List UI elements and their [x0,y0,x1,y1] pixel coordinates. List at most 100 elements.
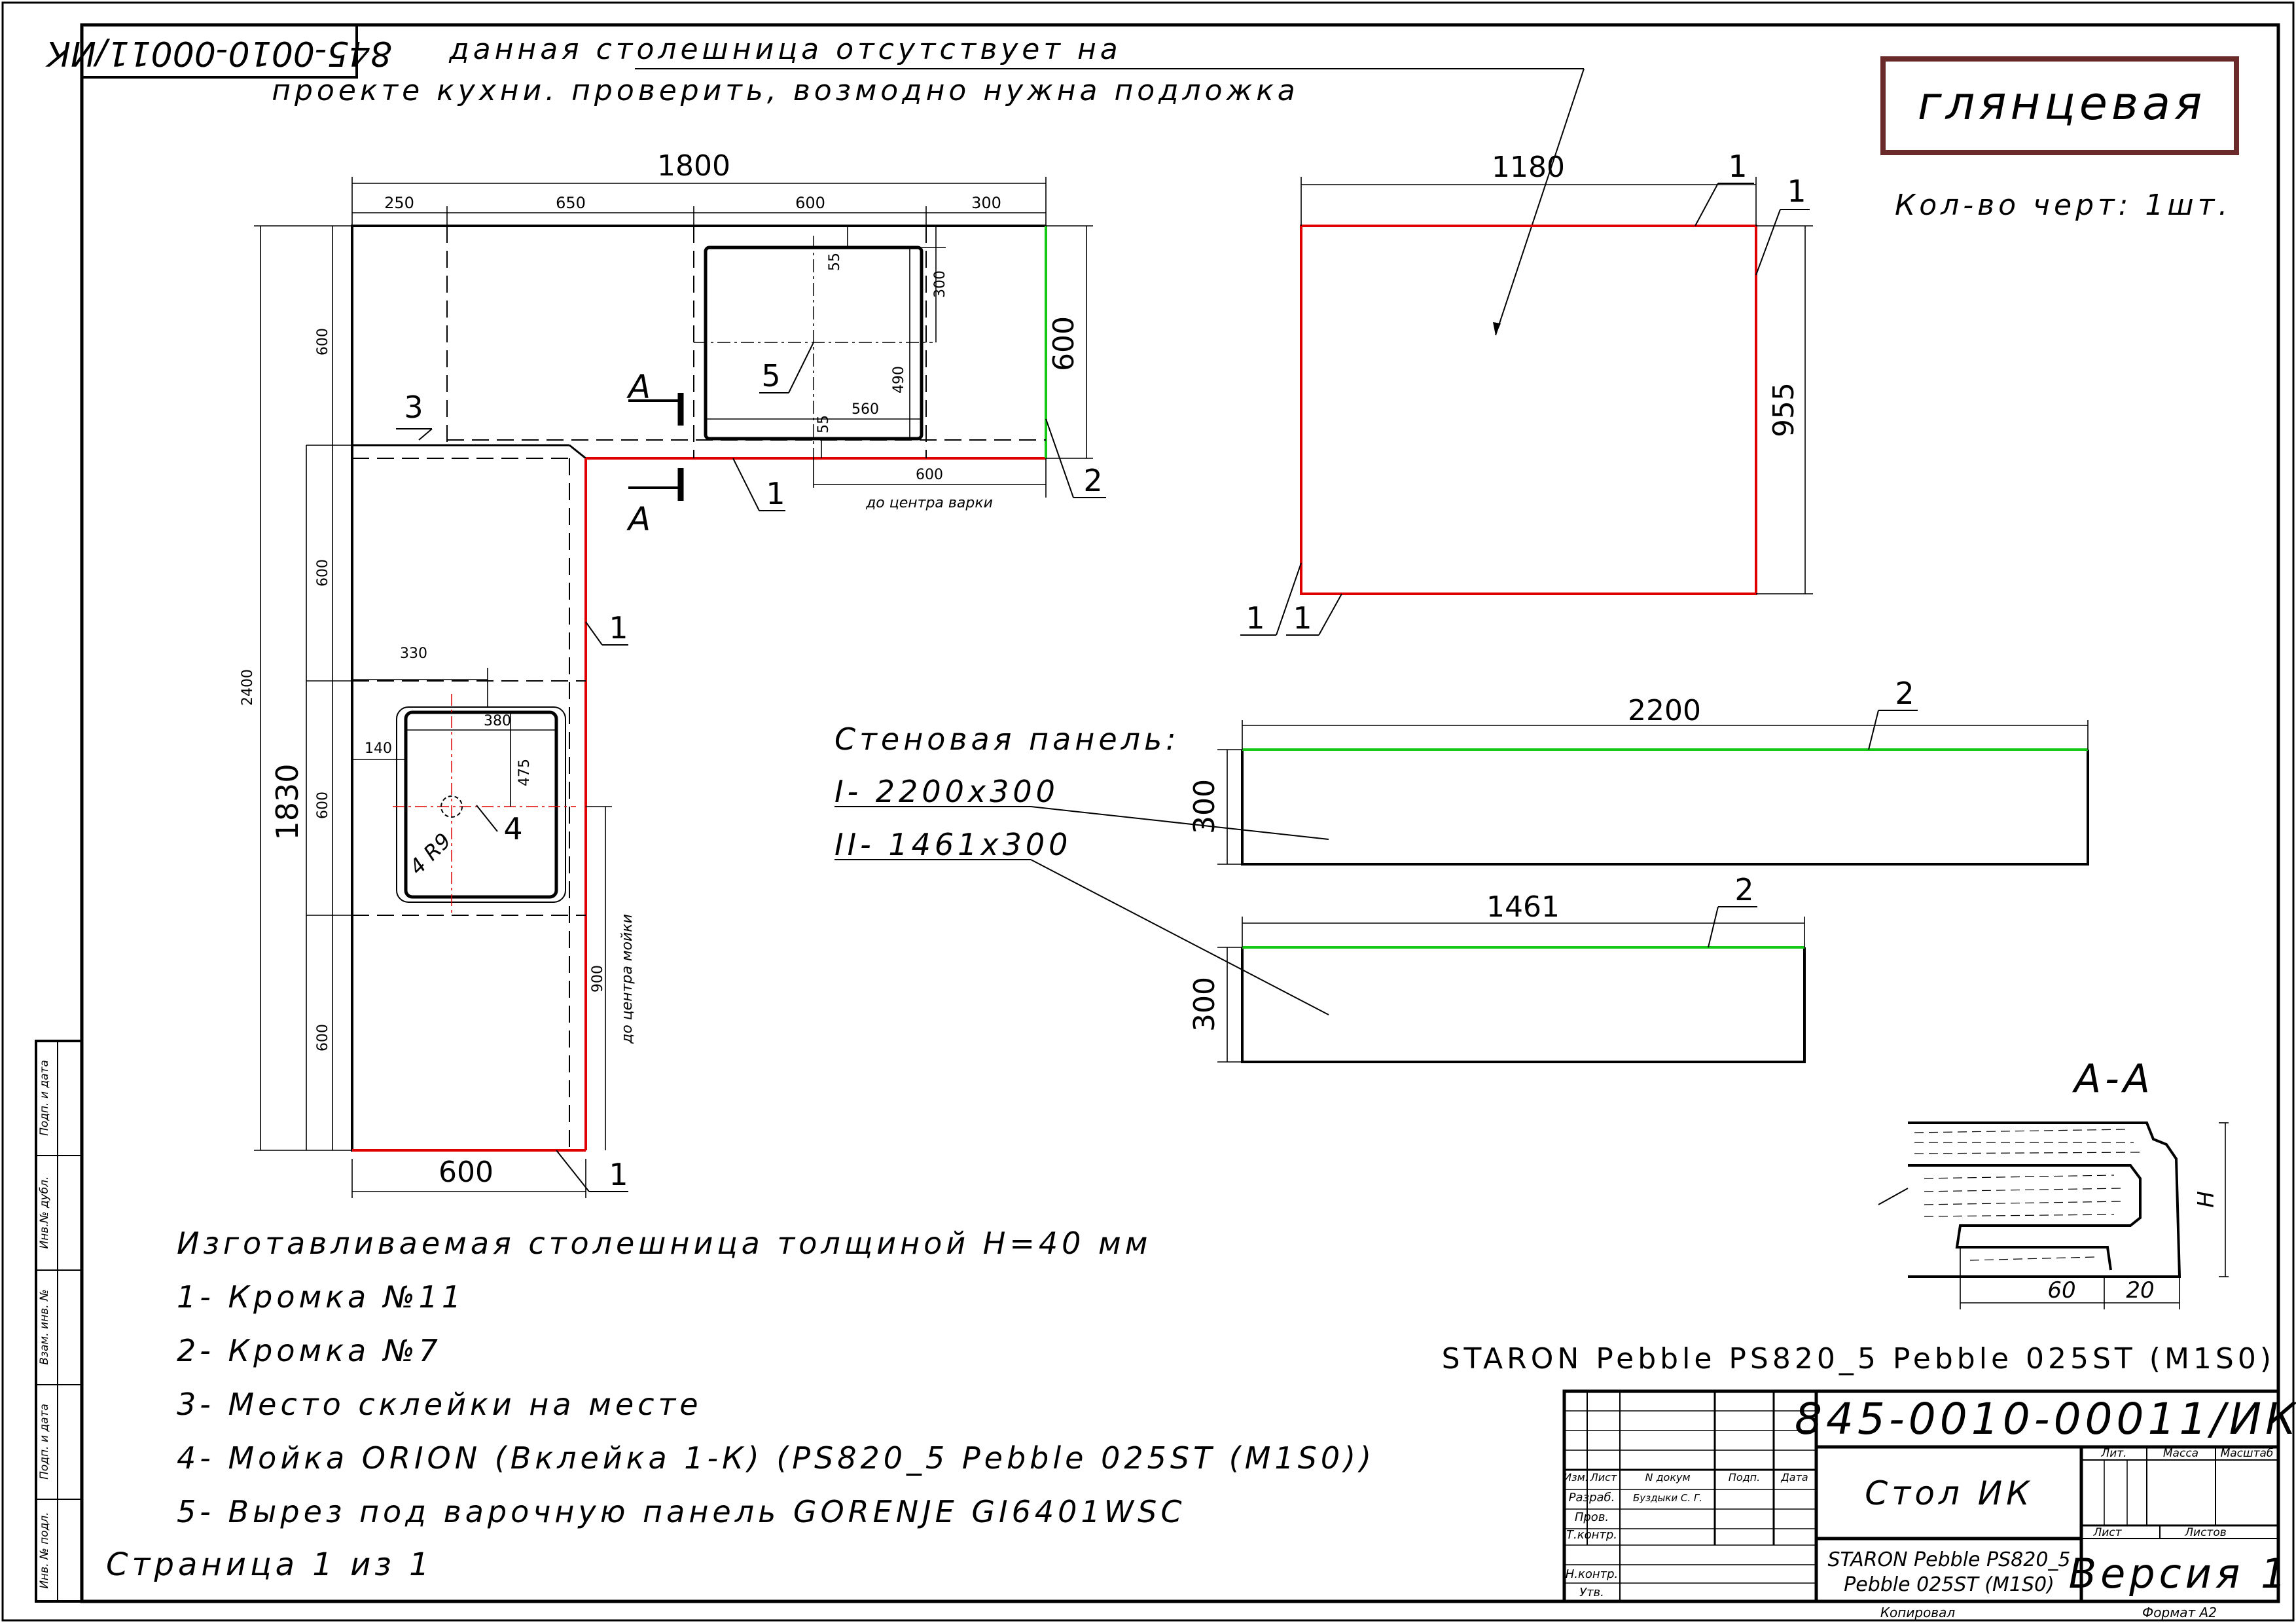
dim-right-depth: 600 [1047,316,1081,371]
dim-panel-2-width: 1461 [1486,890,1560,924]
side-stamp-text: Подп. и дата [38,1404,51,1480]
extra-panel-outline [1300,225,1757,595]
top-note: данная столешница отсутствует на проекте… [272,33,1585,336]
extra-panel: 1180 955 1 1 1 1 [1240,149,1813,636]
rotated-stamp: 845-0010-00011/ИК [45,24,392,79]
label-sink-center: до центра мойки [619,914,636,1044]
tb-masshtab: Масштаб [2221,1447,2274,1460]
section-dim-h: H [2193,1191,2219,1208]
wall-panel-title: Стеновая панель: [834,721,1180,757]
callout-1: 1 [1787,173,1806,209]
side-stamp-text: Взам. инв. № [38,1289,51,1364]
section-aa: A-A H 60 20 [1878,1056,2229,1309]
dim-seg-650: 650 [556,194,586,212]
dim-hob-center: 600 [916,467,943,483]
tb-lit: Лит. [2100,1447,2126,1460]
legend: Изготавливаемая столешница толщиной H=40… [106,1226,1371,1583]
tb-list: Лист [2092,1526,2122,1539]
dim-left-600c: 600 [315,792,331,819]
legend-item: 3- Место склейки на месте [177,1387,702,1422]
tb-row-utv: Утв. [1579,1586,1604,1599]
label-hob-center: до центра варки [865,495,993,511]
tb-copied: Копировал [1880,1605,1955,1620]
callout-2: 2 [1895,676,1914,711]
inner-frame [80,23,2280,1603]
tb-row-razrab: Разраб. [1569,1491,1615,1504]
wall-panel-item-2: II- 1461x300 [834,827,1071,862]
dim-length-1830: 1830 [270,763,305,840]
tb-massa: Масса [2163,1447,2198,1460]
section-profile [1908,1122,2181,1278]
dim-sink-475: 475 [516,759,533,786]
tb-listov: Листов [2184,1526,2227,1539]
section-mark-top: A [626,368,651,406]
callout-4: 4 [503,811,522,847]
legend-item: 2- Кромка №7 [177,1333,442,1368]
dim-sink-radius: 4 R9 [404,828,456,880]
callout-1: 1 [1728,149,1747,184]
legend-heading: Изготавливаемая столешница толщиной H=40… [177,1226,1151,1261]
tb-col-sign: Подп. [1729,1471,1760,1484]
tb-col-izm: Изм. [1564,1471,1588,1484]
legend-item: 1- Кромка №11 [177,1279,465,1315]
dim-total-width: 1800 [657,149,730,183]
worktop-outline [351,225,1046,1152]
dim-hob-55b: 55 [816,415,832,433]
dim-panel-1-width: 2200 [1628,694,1701,727]
callout-2: 2 [1083,463,1102,498]
tb-row-nkontr: Н.контр. [1566,1567,1619,1581]
legend-item: 5- Вырез под варочную панель GORENJE GI6… [177,1494,1185,1529]
dim-seg-250: 250 [384,194,414,212]
callout-1: 1 [1293,600,1312,636]
tb-material-2: Pebble 025ST (M1S0) [1844,1573,2054,1596]
section-dim-60: 60 [2047,1277,2075,1304]
tb-format: Формат A2 [2142,1605,2217,1620]
finish-label: глянцевая [1918,77,2206,130]
side-stamp-text: Инв. № подл. [38,1512,51,1588]
dim-seg-300: 300 [971,194,1001,212]
callout-1: 1 [1246,600,1265,636]
side-stamp: Инв. № подл. Подп. и дата Взам. инв. № И… [35,1040,83,1603]
callout-1: 1 [766,476,785,511]
tb-razrab-name: Буздыки С. Г. [1633,1492,1702,1504]
dim-hob-560: 560 [852,401,879,418]
note-line-1: данная столешница отсутствует на [448,33,1121,66]
dim-hob-490: 490 [891,366,907,393]
dim-sink-140: 140 [365,740,392,757]
quantity-text: Кол-во черт: 1шт. [1895,189,2231,222]
side-stamp-text: Подп. и дата [38,1060,51,1136]
callout-1: 1 [609,610,628,646]
dim-panel-height: 955 [1767,382,1801,437]
wall-panels: Стеновая панель: I- 2200x300 II- 1461x30… [834,676,2089,1063]
dim-left-600a: 600 [315,328,331,356]
tb-version: Версия 1 [2069,1550,2291,1597]
worktop-plan: 55 300 490 560 55 600 до центра варки 5 … [240,149,1106,1198]
sink-outline [404,710,558,899]
note-line-2: проекте кухни. проверить, возмодно нужна… [272,74,1299,107]
section-hatch [1914,1129,2141,1261]
dim-panel-2-height: 300 [1188,977,1221,1032]
dim-panel-1-height: 300 [1188,779,1221,834]
title-block: 845-0010-00011/ИК Изм. Лист N докум Подп… [1562,1389,2296,1603]
section-title: A-A [2072,1056,2154,1102]
material-label: STARON Pebble PS820_5 Pebble 025ST (M1S0… [1442,1342,2275,1376]
section-mark-bottom: A [626,500,651,538]
side-stamp-text: Инв.№ дубл. [38,1176,51,1249]
finish-box: глянцевая [1880,56,2239,155]
tb-row-prov: Пров. [1575,1510,1609,1524]
dim-left-600b: 600 [315,559,331,587]
tb-name: Стол ИК [1865,1474,2033,1512]
wall-panel-item-1: I- 2200x300 [834,774,1059,809]
dim-sink-380: 380 [484,713,511,729]
dim-bottom-width: 600 [439,1156,493,1189]
tb-col-list: Лист [1590,1471,1617,1484]
title-designation: 845-0010-00011/ИК [1795,1394,2296,1444]
callout-3: 3 [404,390,423,425]
page-indicator: Страница 1 из 1 [106,1546,433,1583]
rotated-stamp-text: 845-0010-00011/ИК [45,33,392,73]
dim-hob-300: 300 [932,270,948,298]
tb-row-tkontr: Т.контр. [1566,1528,1617,1542]
dim-seg-600: 600 [795,194,825,212]
